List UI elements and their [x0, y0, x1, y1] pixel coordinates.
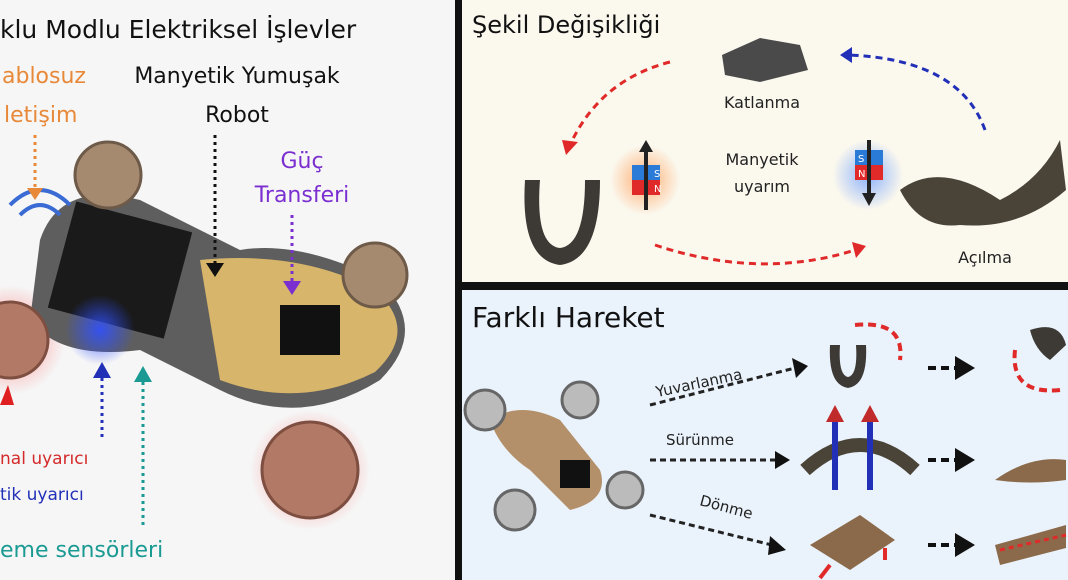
- robot-label-2: Robot: [205, 103, 269, 128]
- turned-robot: [995, 525, 1066, 565]
- sensors-label: eme sensörleri: [0, 538, 163, 563]
- magnet-left: S N: [632, 140, 661, 210]
- wireless-label-2: letişim: [4, 103, 77, 128]
- rolling-robot: [829, 345, 867, 388]
- motion-panel-title: Farklı Hareket: [472, 301, 665, 334]
- unfold-label: Açılma: [958, 248, 1012, 267]
- svg-text:N: N: [858, 169, 865, 180]
- result-arrows: [928, 356, 975, 557]
- power-arrowhead: [283, 281, 301, 295]
- fold-arrow: [568, 60, 671, 146]
- magnet-right: S N: [855, 140, 883, 206]
- excite-label-2: uyarım: [734, 177, 790, 196]
- thermal-arrowhead: [0, 385, 14, 405]
- wireless-arrowhead: [27, 188, 43, 200]
- thermal-label: nal uyarıcı: [0, 449, 88, 469]
- robot-top-view: [463, 380, 645, 532]
- motion-panel: Farklı Hareket Yuvarlanma Sürünme Dönme: [462, 290, 1068, 580]
- left-panel: klu Modlu Elektriksel İşlevler ablosuz l…: [0, 0, 455, 580]
- unfold-arrow: [654, 243, 856, 266]
- svg-text:S: S: [654, 169, 660, 180]
- crawling-label: Sürünme: [666, 431, 734, 449]
- rolling-arrow: [649, 366, 796, 407]
- unfolded-robot: [900, 140, 1066, 226]
- crawled-robot: [995, 459, 1066, 483]
- turning-arrow: [649, 513, 773, 547]
- wireless-label-1: ablosuz: [2, 64, 86, 89]
- excite-label-1: Manyetik: [725, 150, 799, 169]
- folded-robot: [722, 38, 808, 82]
- soft-robot-illustration: [0, 140, 409, 530]
- robot-arrowhead: [206, 263, 224, 277]
- sensor-arrowhead: [134, 366, 152, 382]
- magnetic-arrowhead: [93, 362, 111, 378]
- power-label-1: Güç: [280, 149, 323, 174]
- shape-panel-title: Şekil Değişikliği: [472, 11, 660, 39]
- magnetic-label: tik uyarıcı: [0, 485, 84, 505]
- svg-text:N: N: [654, 184, 661, 195]
- fold-label: Katlanma: [724, 93, 800, 112]
- power-label-2: Transferi: [254, 183, 350, 208]
- robot-label-1: Manyetik Yumuşak: [134, 64, 340, 89]
- rolled-robot: [1030, 327, 1066, 360]
- left-panel-title: klu Modlu Elektriksel İşlevler: [0, 15, 357, 44]
- crawling-robot: [800, 438, 920, 476]
- shape-change-panel: Şekil Değişikliği Katlanma S N Manyetik …: [462, 0, 1068, 282]
- turning-robot: [810, 515, 895, 570]
- fold-return-arrow: [849, 53, 987, 131]
- u-shaped-robot: [524, 180, 600, 265]
- svg-text:S: S: [858, 154, 864, 165]
